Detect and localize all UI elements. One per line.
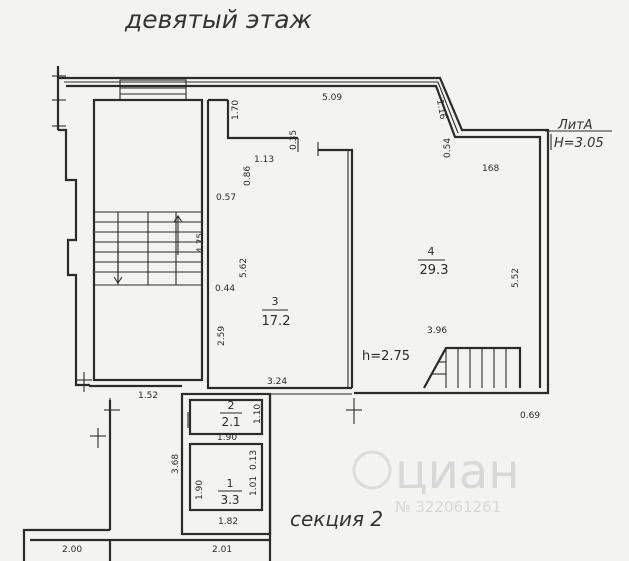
dim-1-82: 1.82 bbox=[218, 517, 238, 527]
room-1-number: 1 bbox=[227, 477, 234, 490]
watermark-id: № 322061261 bbox=[395, 498, 501, 516]
dim-3-68: 3.68 bbox=[171, 454, 181, 474]
dim-1-52: 1.52 bbox=[138, 391, 158, 401]
dim-2-01: 2.01 bbox=[212, 545, 232, 555]
dim-5-62: 5.62 bbox=[239, 258, 249, 278]
height-label: H=3.05 bbox=[554, 136, 604, 151]
dim-0-35: 0.35 bbox=[289, 130, 299, 150]
room-3-walls bbox=[206, 98, 354, 390]
dim-3-96: 3.96 bbox=[427, 326, 447, 336]
room-4-area: 29.3 bbox=[420, 263, 449, 278]
dim-1-16: 1.16 bbox=[434, 99, 447, 121]
dim-3-24: 3.24 bbox=[267, 377, 287, 387]
room-height-label: h=2.75 bbox=[362, 349, 410, 364]
room-2-number: 2 bbox=[228, 399, 235, 412]
dim-2-59: 2.59 bbox=[217, 326, 227, 346]
dim-0-57: 0.57 bbox=[216, 193, 236, 203]
dim-0-13: 0.13 bbox=[249, 450, 259, 470]
room-3-area: 17.2 bbox=[262, 314, 291, 329]
dim-5-09: 5.09 bbox=[322, 93, 342, 103]
dim-1-90-b: 1.90 bbox=[195, 480, 205, 500]
dim-1-13: 1.13 bbox=[254, 155, 274, 165]
bathroom-walls bbox=[180, 392, 352, 540]
room-3-number: 3 bbox=[272, 295, 279, 308]
room-4-number: 4 bbox=[428, 245, 435, 258]
interior-stairs bbox=[423, 346, 522, 389]
dim-5-52: 5.52 bbox=[511, 268, 521, 288]
outer-walls bbox=[22, 66, 550, 561]
dim-0-54: 0.54 bbox=[443, 138, 453, 158]
watermark-text: циан bbox=[395, 444, 520, 500]
room-2-area: 2.1 bbox=[221, 415, 240, 429]
dim-1-70: 1.70 bbox=[231, 100, 241, 120]
stairwell bbox=[92, 79, 204, 382]
dim-1-10: 1.10 bbox=[253, 404, 263, 424]
dim-168: 168 bbox=[482, 164, 499, 174]
section-label: секция 2 bbox=[290, 507, 383, 531]
dim-1-01: 1.01 bbox=[249, 476, 259, 496]
floor-title: девятый этаж bbox=[124, 5, 313, 34]
watermark-logo bbox=[352, 450, 392, 490]
dim-0-69: 0.69 bbox=[520, 411, 540, 421]
dim-4-75: 4.75 bbox=[196, 233, 206, 253]
door-ticks bbox=[52, 75, 362, 448]
room-1-area: 3.3 bbox=[220, 493, 239, 507]
dim-0-44: 0.44 bbox=[215, 284, 235, 294]
dim-2-00: 2.00 bbox=[62, 545, 82, 555]
dimension-labels: 5.09 1.70 0.35 1.13 0.86 0.57 4.75 5.62 … bbox=[62, 93, 540, 555]
dim-0-86: 0.86 bbox=[243, 166, 253, 186]
dim-1-90-a: 1.90 bbox=[217, 433, 237, 443]
lit-label: ЛитА bbox=[557, 118, 593, 133]
